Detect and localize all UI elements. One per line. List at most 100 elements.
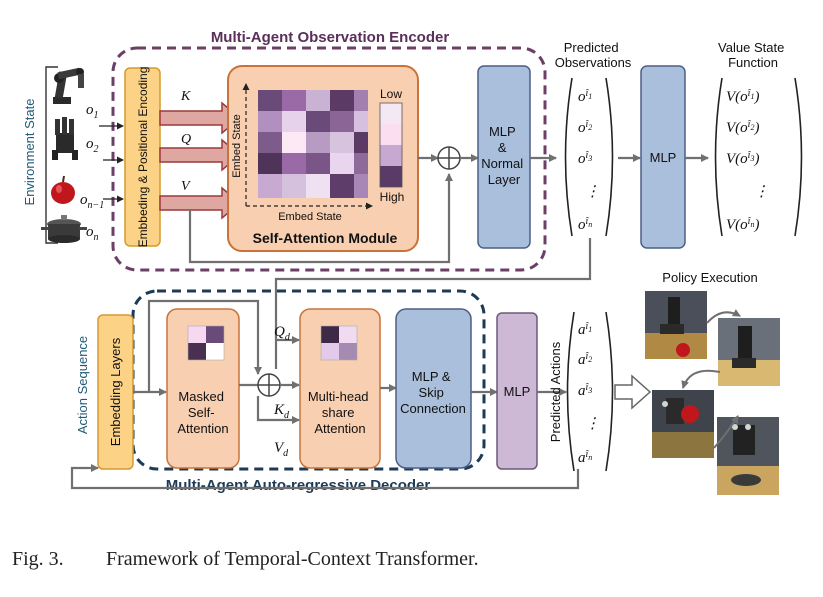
action-symbol: a — [578, 383, 586, 399]
policy-flow-arrow — [706, 309, 741, 324]
vd-label: Vd — [274, 440, 289, 459]
value-subscript: n — [750, 220, 754, 229]
actions-right-paren — [605, 311, 614, 472]
actions-left-paren — [566, 311, 575, 472]
action-symbol: a — [578, 352, 586, 368]
pred-obs-symbol: o — [578, 217, 586, 233]
scale-low-label: Low — [380, 87, 402, 101]
mlp-skip-line: MLP & — [412, 369, 451, 384]
action-subscript: n — [588, 453, 592, 462]
value-close-paren: ) — [753, 151, 759, 167]
predicted-obs-ellipsis: ⋮ — [585, 184, 600, 200]
value-close-paren: ) — [753, 120, 759, 136]
observation-symbol: o — [80, 192, 88, 208]
masked-attention-line: Self- — [188, 405, 215, 420]
predicted-obs-2: oî2 — [578, 119, 592, 136]
predicted-action-2: aî2 — [578, 351, 592, 368]
mlp-normal-label: MLP & Normal Layer — [481, 124, 527, 187]
masked-attention-label: Masked Self- Attention — [177, 389, 228, 436]
observation-o1: o1 — [86, 102, 99, 121]
action-symbol: a — [578, 450, 586, 466]
multihead-attention-line: share — [322, 405, 355, 420]
title-line: Predicted — [564, 40, 619, 55]
pred-obs-subscript: n — [588, 220, 592, 229]
decoder-dashed-frame — [131, 289, 486, 471]
pred-obs-symbol: o — [578, 151, 586, 167]
k-label: K — [180, 89, 191, 104]
pred-obs-hat-sub: î — [586, 216, 590, 227]
qd-label: Qd — [274, 324, 291, 343]
embedding-layers-label: Embedding Layers — [108, 337, 123, 446]
decoder-add-icon — [257, 373, 281, 397]
value-entry-3: V(oî3) — [726, 150, 759, 167]
masked-attention-line: Attention — [177, 421, 228, 436]
pred-obs-hat-sub: î — [586, 150, 590, 161]
predicted-action-ellipsis: ⋮ — [585, 416, 600, 432]
encoder-dashed-frame — [111, 46, 547, 272]
value-symbol: V(o — [726, 89, 748, 105]
title-line: Value State — [718, 40, 784, 55]
action-subscript: 2 — [588, 355, 592, 364]
observation-symbol: o — [86, 102, 94, 118]
mlp-skip-line: Skip — [419, 385, 444, 400]
env-state-bracket — [45, 66, 58, 244]
observation-o2: o2 — [86, 136, 99, 155]
mlp-normal-line: Layer — [488, 172, 521, 187]
value-hat-sub: î — [748, 119, 752, 130]
action-feedback-loop — [70, 464, 580, 490]
apple-icon — [51, 175, 75, 204]
value-symbol: V(o — [726, 151, 748, 167]
v-bypass-line — [188, 173, 453, 264]
action-hat-sub: î — [586, 321, 590, 332]
policy-flow-arrow — [713, 415, 739, 449]
predicted-obs-left-paren — [564, 77, 573, 237]
value-hat-sub: î — [748, 88, 752, 99]
vd-symbol: V — [274, 440, 285, 456]
v-label: V — [181, 179, 191, 194]
residual-add-icon — [437, 146, 461, 170]
pred-obs-subscript: 2 — [588, 123, 592, 132]
policy-flow-arrow — [681, 369, 721, 389]
action-subscript: 1 — [588, 325, 592, 334]
multihead-attention-line: Multi-head — [308, 389, 369, 404]
value-symbol: V(o — [726, 120, 748, 136]
observation-subscript: n — [94, 232, 99, 243]
mlp-normal-line: MLP — [489, 124, 516, 139]
multihead-attention-matrix — [320, 325, 358, 361]
value-ellipsis: ⋮ — [754, 184, 769, 200]
observation-subscript: n−1 — [88, 200, 105, 211]
policy-execution-title: Policy Execution — [662, 270, 757, 285]
vd-line — [256, 396, 300, 424]
pred-obs-symbol: o — [578, 89, 586, 105]
embed-state-y-label: Embed State — [231, 114, 243, 178]
vd-subscript: d — [283, 448, 289, 459]
caption-text: Framework of Temporal-Context Transforme… — [106, 548, 479, 570]
action-hat-sub: î — [586, 449, 590, 460]
mlp-skip-block — [395, 308, 472, 469]
figure-caption: Fig. 3.Framework of Temporal-Context Tra… — [12, 548, 479, 571]
predicted-actions-label: Predicted Actions — [548, 341, 563, 442]
observation-on-1: on−1 — [80, 192, 104, 211]
scale-high-label: High — [380, 190, 405, 204]
value-left-paren — [714, 77, 723, 237]
predicted-obs-right-paren — [605, 77, 614, 237]
action-sequence-label: Action Sequence — [75, 336, 90, 434]
pred-obs-hat-sub: î — [586, 119, 590, 130]
policy-hollow-arrow — [614, 374, 652, 410]
pred-obs-subscript: 3 — [587, 154, 592, 163]
pred-obs-subscript: 1 — [588, 92, 592, 101]
action-hat-sub: î — [586, 382, 590, 393]
value-subscript: 2 — [750, 123, 754, 132]
encoder-to-decoder-line — [274, 238, 592, 369]
title-line: Observations — [555, 55, 632, 70]
value-entry-n: V(oîn) — [726, 216, 759, 233]
predicted-action-1: aî1 — [578, 321, 592, 338]
masked-attention-line: Masked — [178, 389, 224, 404]
predicted-obs-n: oîn — [578, 216, 592, 233]
embed-bypass-line — [147, 299, 262, 392]
framework-diagram: Multi-Agent Observation Encoder Environm… — [22, 29, 803, 495]
observation-symbol: o — [86, 224, 94, 240]
mlp-normal-line: & — [498, 140, 507, 155]
action-symbol: a — [578, 322, 586, 338]
value-close-paren: ) — [753, 217, 759, 233]
